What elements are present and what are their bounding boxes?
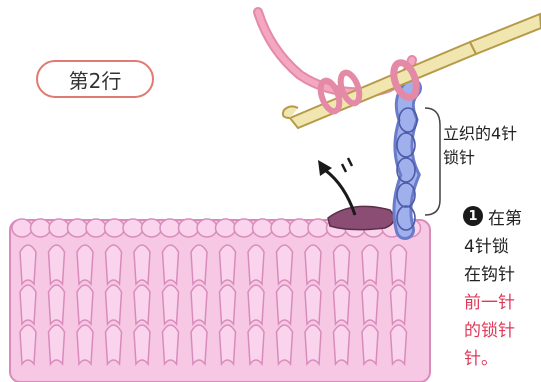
turning-chain-label-line1: 立织的4针 xyxy=(443,122,517,146)
stitch-post xyxy=(391,325,407,364)
chain-bump xyxy=(197,219,217,237)
chain-bump xyxy=(49,219,69,237)
stitch-post xyxy=(362,285,378,324)
stitch-post xyxy=(191,325,207,364)
step-number-badge: 1 xyxy=(463,206,483,226)
step-line: 的锁针 xyxy=(464,317,522,345)
chain-bump xyxy=(123,219,143,237)
stitch-post xyxy=(134,285,150,324)
stitch-fabric xyxy=(10,219,430,382)
stitch-post xyxy=(220,245,236,284)
stitch-post xyxy=(334,285,350,324)
chain-bump xyxy=(234,219,254,237)
stitch-post xyxy=(305,325,321,364)
stitch-post xyxy=(334,245,350,284)
stitch-post xyxy=(77,285,93,324)
stitch-post xyxy=(334,325,350,364)
insertion-point xyxy=(328,206,394,229)
callout-bracket xyxy=(425,108,440,215)
chain-bump xyxy=(105,219,125,237)
step-line: 在钩针 xyxy=(464,261,522,289)
stitch-post xyxy=(191,245,207,284)
stitch-post xyxy=(163,285,179,324)
step-line: 前一针 xyxy=(464,289,522,317)
chain-bump xyxy=(68,219,88,237)
turning-chain xyxy=(397,88,417,230)
stitch-post xyxy=(191,285,207,324)
stitch-post xyxy=(20,245,36,284)
chain-bump xyxy=(179,219,199,237)
stitch-post xyxy=(134,245,150,284)
chain-bump xyxy=(86,219,106,237)
turning-chain-label-line2: 锁针 xyxy=(443,146,517,170)
chain-bump xyxy=(160,219,180,237)
row-badge: 第2行 xyxy=(36,60,154,98)
step-line: 针。 xyxy=(464,345,522,373)
stitch-post xyxy=(134,325,150,364)
stitch-post xyxy=(391,285,407,324)
stitch-post xyxy=(277,325,293,364)
stitch-post xyxy=(20,285,36,324)
stitch-post xyxy=(106,245,122,284)
stitch-post xyxy=(77,245,93,284)
chain-bump xyxy=(308,219,328,237)
stitch-post xyxy=(362,325,378,364)
chain-bump xyxy=(253,219,273,237)
stitch-post xyxy=(20,325,36,364)
stitch-post xyxy=(49,285,65,324)
stitch-post xyxy=(391,245,407,284)
step-line: 在第 xyxy=(488,205,522,233)
stitch-post xyxy=(220,285,236,324)
stitch-post xyxy=(277,285,293,324)
step-instruction: 在第 4针锁 在钩针 前一针 的锁针 针。 xyxy=(488,205,522,373)
stitch-post xyxy=(49,325,65,364)
chain-bump xyxy=(12,219,32,237)
chain-bump xyxy=(290,219,310,237)
step-line: 4针锁 xyxy=(464,233,522,261)
chain-bump xyxy=(271,219,291,237)
stitch-post xyxy=(220,325,236,364)
stitch-post xyxy=(305,285,321,324)
chain-bump xyxy=(31,219,51,237)
stitch-post xyxy=(49,245,65,284)
stitch-post xyxy=(362,245,378,284)
stitch-post xyxy=(277,245,293,284)
chain-bump xyxy=(142,219,162,237)
stitch-post xyxy=(106,285,122,324)
direction-arrow xyxy=(318,158,355,215)
stitch-post xyxy=(77,325,93,364)
stitch-post xyxy=(248,285,264,324)
stitch-post xyxy=(248,325,264,364)
chain-bump xyxy=(216,219,236,237)
turning-chain-label: 立织的4针 锁针 xyxy=(443,122,517,170)
stitch-post xyxy=(163,325,179,364)
stitch-post xyxy=(106,325,122,364)
stitch-post xyxy=(163,245,179,284)
stitch-post xyxy=(248,245,264,284)
stitch-post xyxy=(305,245,321,284)
